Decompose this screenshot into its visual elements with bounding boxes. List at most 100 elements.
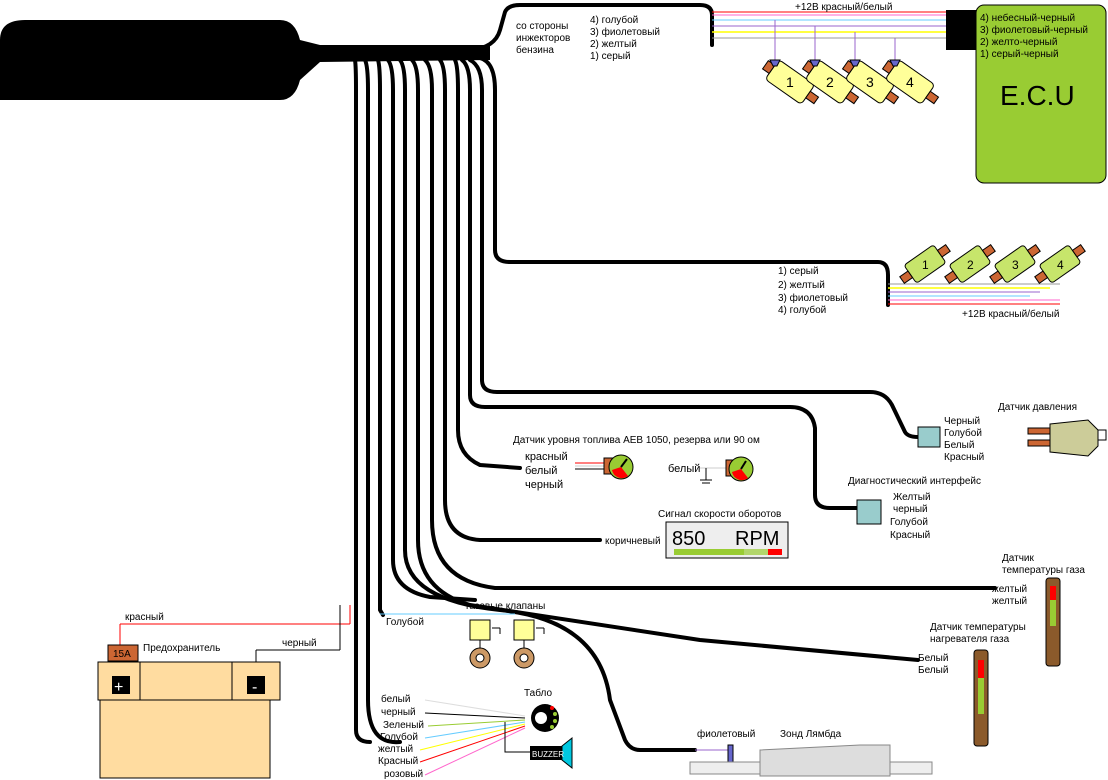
panel-wire-1: белый	[381, 693, 410, 705]
panel-title: Табло	[524, 687, 552, 699]
petrol-injector-num-3: 3	[866, 74, 874, 90]
fuse-label: Предохранитель	[143, 643, 220, 654]
rpm-title: Сигнал скорости оборотов	[658, 508, 781, 520]
fuel-level-gauge	[575, 454, 634, 480]
gas-injectors: 1 2 3 4	[899, 243, 1086, 285]
gas-injector-wire-4: 4) голубой	[778, 304, 826, 316]
diagnostic-wire-3: Голубой	[890, 516, 928, 528]
petrol-injector-num-1: 1	[786, 74, 794, 90]
ecu-connector	[946, 10, 976, 50]
gas-injector-wire-3: 3) фиолетовый	[778, 292, 848, 304]
panel-wire-2: черный	[381, 707, 416, 718]
gas-temp-wire-2: желтый	[992, 596, 1027, 607]
petrol-side-label-1: со стороны	[516, 21, 568, 32]
petrol-wire-4: 4) голубой	[590, 14, 638, 26]
harness-branch-valves-blue	[376, 58, 385, 617]
panel-wires	[419, 699, 530, 776]
buzzer-label: BUZZER	[532, 750, 564, 759]
lambda-wire: фиолетовый	[697, 728, 755, 740]
gas-valve-2	[513, 619, 545, 669]
battery-plus: +	[114, 679, 123, 696]
fuel-level-wire-2: белый	[525, 465, 557, 477]
pressure-sensor-icon	[1027, 419, 1107, 457]
gas-injector-power-label: +12В красный/белый	[962, 308, 1059, 320]
gas-valve-1	[469, 619, 501, 669]
pressure-wire-4: Красный	[944, 452, 984, 463]
harness-branch-panel	[363, 58, 402, 745]
battery-red-wire-label: красный	[125, 612, 164, 623]
ecu-pin-4: 4) небесный-черный	[980, 12, 1075, 24]
gas-temp-title-2: температуры газа	[1002, 565, 1085, 576]
harness-branch-rpm	[438, 58, 602, 542]
harness-branch-gas-temp	[423, 58, 997, 590]
gas-injector-num-1: 1	[922, 258, 929, 272]
pressure-connector	[917, 426, 941, 448]
ecu-wires	[712, 11, 946, 39]
ecu-pin-1: 1) серый-черный	[980, 49, 1059, 60]
petrol-wire-3: 3) фиолетовый	[590, 26, 660, 38]
gas-injector-wire-1: 1) серый	[778, 266, 819, 277]
panel-switch[interactable]	[531, 704, 559, 732]
diagnostic-title: Диагностический интерфейс	[848, 475, 981, 487]
fuel-level-wire-1: красный	[525, 451, 568, 463]
harness-branch-pressure	[468, 58, 920, 439]
ecu-pin-3: 3) фиолетовый-черный	[980, 24, 1088, 36]
harness-branch-fuel-level	[453, 58, 522, 470]
gas-temp-title-1: Датчик	[1002, 553, 1034, 564]
harness-branch-valves	[386, 58, 477, 602]
petrol-injector-num-4: 4	[906, 74, 914, 90]
petrol-injectors: 1 2 3 4	[761, 20, 940, 105]
diagnostic-wire-2: черный	[893, 504, 928, 515]
valves-title: газовые клапаны	[466, 601, 545, 612]
harness-branch-diagnostic	[460, 58, 859, 510]
petrol-injector-num-2: 2	[826, 74, 834, 90]
gas-temp-sensor	[1045, 577, 1061, 667]
petrol-side-label-2: инжекторов	[516, 33, 570, 44]
battery	[97, 661, 281, 779]
fuse-value: 15A	[113, 649, 131, 660]
rpm-wire: коричневый	[605, 536, 661, 547]
reducer-temp-title-2: нагревателя газа	[930, 634, 1010, 645]
fuel-level-wire-3: черный	[525, 479, 563, 491]
ecu-label: E.C.U	[1000, 80, 1075, 111]
valves-wire: Голубой	[386, 616, 424, 628]
reducer-temp-title-1: Датчик температуры	[930, 622, 1026, 633]
petrol-wire-2: 2) желтый	[590, 39, 637, 50]
harness-branch-gas-injectors	[478, 56, 890, 307]
petrol-power-label: +12В красный/белый	[795, 1, 892, 13]
fuel-level-alt-wire: белый	[668, 463, 700, 475]
panel-wire-3: Зеленый	[383, 720, 424, 731]
reducer-temp-wire-2: Белый	[918, 665, 948, 676]
battery-black-wire-label: черный	[282, 638, 317, 649]
reducer-temp-sensor	[973, 649, 989, 747]
pressure-title: Датчик давления	[998, 402, 1077, 413]
fuse	[107, 644, 139, 662]
pressure-wire-3: Белый	[944, 440, 974, 451]
fuel-level-gauge-alt	[700, 456, 754, 484]
reducer-temp-wire-1: Белый	[918, 653, 948, 664]
gas-injector-num-3: 3	[1012, 258, 1019, 272]
harness-branch-lambda	[398, 58, 697, 752]
panel-wire-7: розовый	[384, 769, 423, 780]
harness-branch-reducer-temp	[410, 58, 920, 662]
pressure-wire-1: Черный	[944, 416, 980, 427]
rpm-display	[665, 521, 789, 559]
gas-injector-num-2: 2	[967, 258, 974, 272]
gas-temp-wire-1: желтый	[992, 584, 1027, 595]
rpm-value: 850	[672, 528, 705, 550]
lambda-probe	[689, 744, 933, 777]
gas-injector-wire-2: 2) желтый	[778, 280, 825, 291]
rpm-unit: RPM	[735, 528, 779, 550]
ecu-box	[975, 4, 1107, 184]
fuel-level-title: Датчик уровня топлива АЕВ 1050, резерва …	[513, 435, 760, 446]
harness-main-body	[0, 20, 490, 100]
lambda-title: Зонд Лямбда	[780, 728, 842, 740]
panel-wire-6: Красный	[378, 756, 418, 767]
buzzer	[530, 736, 573, 770]
petrol-wire-1: 1) серый	[590, 51, 631, 62]
panel-wire-4: Голубой	[380, 731, 418, 743]
petrol-side-label-3: бензина	[516, 44, 554, 56]
diagnostic-wire-1: Желтый	[893, 492, 931, 503]
